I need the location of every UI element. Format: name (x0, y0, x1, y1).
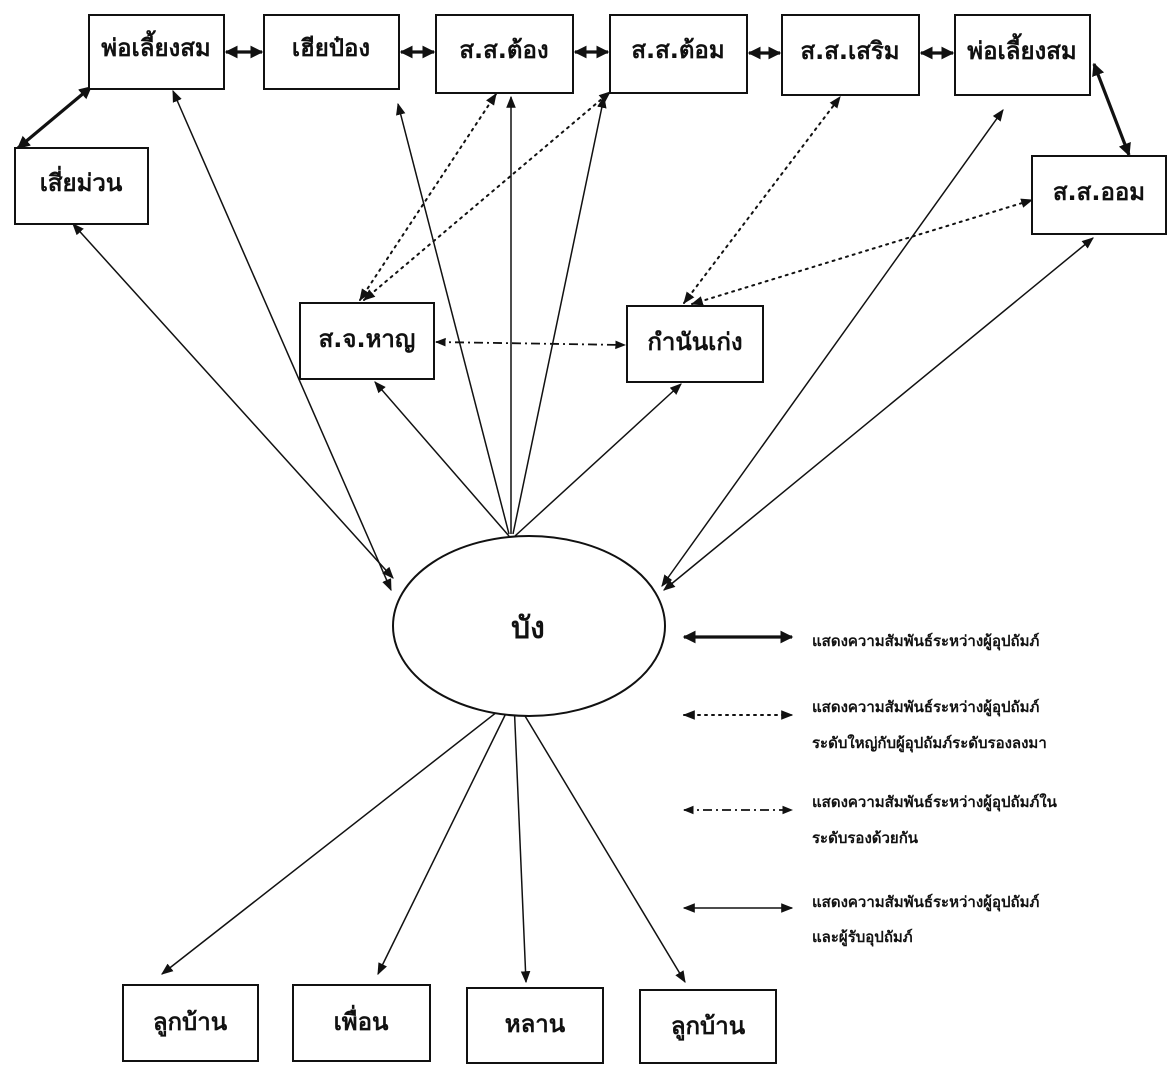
edge-center-to-n-porliang-left (172, 89, 392, 592)
edge-center-to-n-hia-pong (512, 95, 607, 535)
edges-layer (16, 45, 1131, 984)
node-hia-pong: เฮียป๋อง (263, 14, 400, 90)
edge-center-to-n-ss-tong (396, 102, 510, 535)
edge-center-to-n-lan (513, 700, 531, 984)
node-hia-pong-label: เฮียป๋อง (292, 34, 370, 62)
legend-text-dashdot-1: แสดงความสัมพันธ์ระหว่างผู้อุปถัมภ์ใน (812, 793, 1058, 812)
node-center-bang: บัง (392, 535, 666, 717)
edge-n-porliang-right-to-n-ss-oom (1092, 62, 1131, 157)
edge-n-sj-han-to-n-ss-tom (363, 91, 611, 301)
node-kamnan-keng: กำนันเก่ง (626, 305, 764, 383)
node-phuean-label: เพื่อน (334, 1004, 389, 1036)
legend-text-dotted-1: แสดงความสัมพันธ์ระหว่างผู้อุปถัมภ์ (812, 698, 1039, 717)
node-lukban-1: ลูกบ้าน (122, 984, 259, 1062)
edge-n-kamnan-keng-to-n-ss-oom (690, 198, 1034, 306)
node-sj-han-label: ส.จ.หาญ (319, 325, 416, 353)
edge-n-sia-muan-to-n-porliang-left (16, 85, 93, 150)
node-sj-han: ส.จ.หาญ (299, 302, 435, 380)
node-lukban-2-label: ลูกบ้าน (671, 1012, 746, 1041)
node-ss-oom-label: ส.ส.ออม (1053, 178, 1145, 206)
node-lan-label: หลาน (505, 1010, 566, 1038)
node-porliang-left: พ่อเลี้ยงสม (88, 14, 225, 90)
node-ss-serm-label: ส.ส.เสริม (800, 37, 899, 65)
edge-center-to-n-lukban-1 (161, 700, 512, 975)
edge-center-to-n-ss-oom (663, 237, 1094, 591)
edge-n-kamnan-keng-to-n-ss-serm (683, 96, 841, 304)
edge-n-sj-han-to-n-kamnan-keng (434, 337, 627, 350)
node-lan: หลาน (466, 987, 604, 1064)
node-porliang-right-label: พ่อเลี้ยงสม (967, 32, 1076, 65)
node-phuean: เพื่อน (292, 984, 431, 1062)
legend-text-thin-2: และผู้รับอุปถัมภ์ (812, 928, 913, 947)
node-sia-muan-label: เสี่ยม่วน (40, 165, 123, 197)
node-ss-oom: ส.ส.ออม (1031, 155, 1167, 235)
node-center-bang-label: บัง (511, 611, 545, 646)
node-ss-tom-label: ส.ส.ต้อม (631, 36, 724, 64)
legend-text-thick: แสดงความสัมพันธ์ระหว่างผู้อุปถัมภ์ (812, 632, 1039, 651)
legend-text-dotted-2: ระดับใหญ่กับผู้อุปถัมภ์ระดับรองลงมา (812, 734, 1047, 753)
node-sia-muan: เสี่ยม่วน (14, 147, 149, 225)
node-lukban-1-label: ลูกบ้าน (153, 1008, 228, 1037)
node-ss-tong: ส.ส.ต้อง (435, 14, 574, 94)
node-porliang-right: พ่อเลี้ยงสม (954, 14, 1091, 96)
legend-text-thin-1: แสดงความสัมพันธ์ระหว่างผู้อุปถัมภ์ (812, 893, 1039, 912)
node-ss-serm: ส.ส.เสริม (781, 14, 920, 96)
edge-center-to-n-sj-han (374, 381, 510, 537)
legend-text-dashdot-2: ระดับรองด้วยกัน (812, 829, 919, 847)
edge-n-sj-han-to-n-ss-tong (359, 92, 497, 302)
node-ss-tong-label: ส.ส.ต้อง (459, 36, 548, 64)
edge-center-to-n-lukban-2 (515, 700, 686, 984)
edge-center-to-n-sia-muan (72, 223, 394, 579)
edge-center-to-n-kamnan-keng (514, 383, 682, 537)
node-ss-tom: ส.ส.ต้อม (609, 14, 748, 94)
node-kamnan-keng-label: กำนันเก่ง (647, 328, 742, 356)
node-porliang-left-label: พ่อเลี้ยงสม (101, 29, 210, 62)
legend: แสดงความสัมพันธ์ระหว่างผู้อุปถัมภ์ แสดงค… (682, 630, 1058, 947)
node-lukban-2: ลูกบ้าน (639, 989, 777, 1064)
edge-center-to-n-phuean (377, 700, 513, 976)
